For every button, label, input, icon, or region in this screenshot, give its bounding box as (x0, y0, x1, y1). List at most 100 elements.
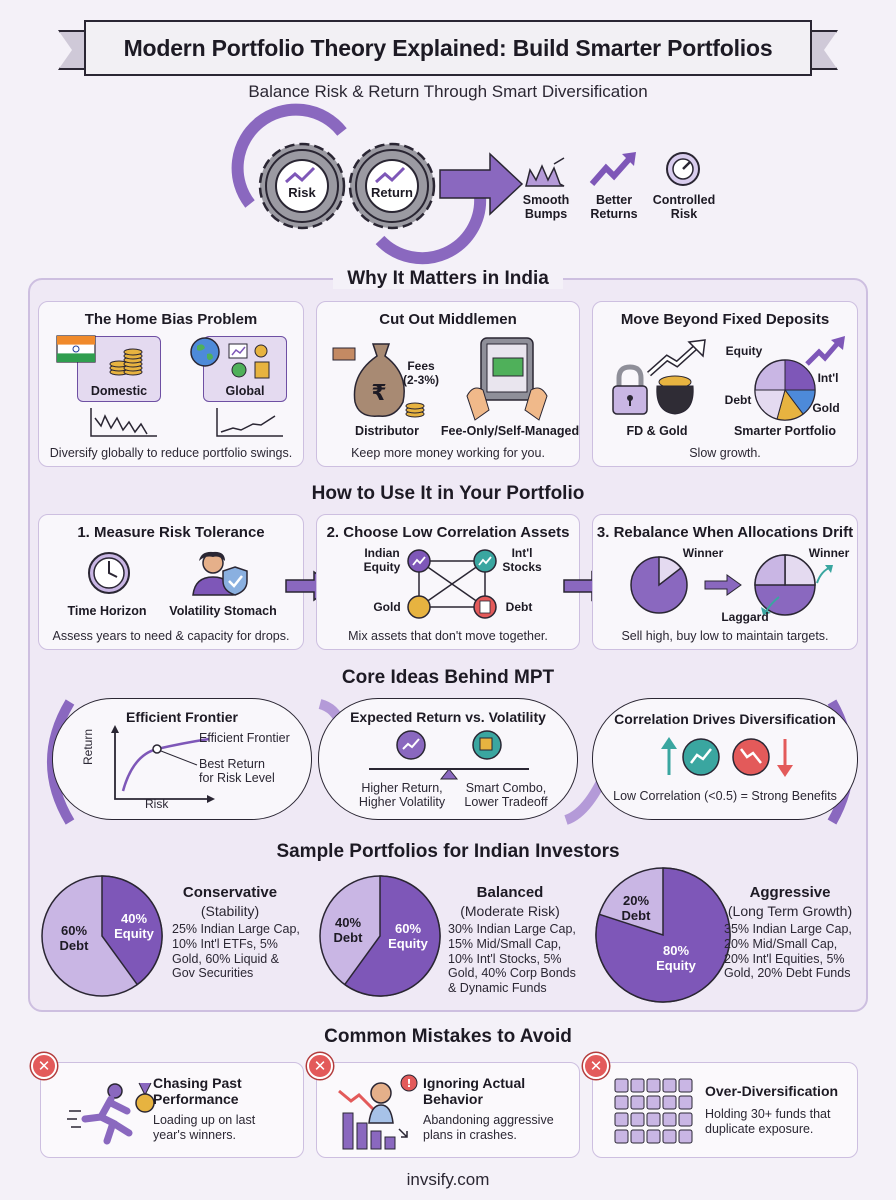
smarter-arrow-icon (805, 336, 845, 366)
frontier-chart (111, 725, 215, 803)
conservative-sub: (Stability) (200, 903, 260, 919)
fund-grid-icon (614, 1078, 693, 1144)
smarter-portfolio-label: Smarter Portfolio (733, 424, 837, 438)
fund-square (662, 1112, 677, 1127)
fund-square (646, 1078, 661, 1093)
intl-label: Int'l (817, 371, 839, 385)
fee-only-label: Fee-Only/Self-Managed (440, 424, 580, 438)
winner-label-2: Winner (808, 546, 850, 560)
how-section-title: How to Use It in Your Portfolio (311, 483, 585, 504)
laggard-label: Laggard (721, 610, 769, 624)
fd-gold-label: FD & Gold (626, 424, 688, 438)
volatile-line-icon (90, 408, 157, 437)
page-subtitle: Balance Risk & Return Through Smart Dive… (248, 82, 648, 101)
money-bag-icon: ₹ (332, 343, 425, 418)
gauge-icon (666, 152, 700, 186)
balance-scale-icon (369, 730, 529, 780)
distributor-label: Distributor (355, 424, 419, 438)
fund-square (678, 1112, 693, 1127)
mistake-behavior-desc: Abandoning aggressive plans in crashes. (423, 1113, 554, 1142)
correlation-caption: Low Correlation (<0.5) = Strong Benefits (613, 789, 837, 803)
conservative-debt-label: 60% Debt (59, 923, 89, 953)
aggressive-equity-label: 80% Equity (656, 943, 696, 973)
step2-title: 2. Choose Low Correlation Assets (326, 524, 570, 541)
fund-square (630, 1129, 645, 1144)
conservative-pie (41, 875, 163, 997)
trend-up-icon (589, 152, 636, 186)
conservative-name: Conservative (182, 884, 278, 901)
conservative-desc: 25% Indian Large Cap, 10% Int'l ETFs, 5%… (172, 922, 300, 981)
fixed-deposits-caption: Slow growth. (689, 446, 761, 460)
rebalance-arrow-icon (704, 574, 742, 596)
balanced-equity-label: 60% Equity (388, 921, 428, 951)
gear-return-label: Return (371, 185, 413, 200)
aggressive-debt-label: 20% Debt (621, 893, 651, 923)
outcome-controlled-risk: Controlled Risk (652, 193, 716, 222)
equity-label: Equity (725, 344, 763, 358)
equity-slice (101, 875, 163, 986)
svg-text:!: ! (406, 1077, 411, 1090)
padlock-icon (612, 364, 648, 415)
pie-before-icon (630, 556, 688, 614)
debt-asset-label: Debt (505, 600, 533, 614)
equity-slice (595, 867, 731, 1003)
mistake-overdiversification-title: Over-Diversification (705, 1083, 839, 1099)
fund-square (646, 1112, 661, 1127)
balanced-desc: 30% Indian Large Cap, 15% Mid/Small Cap,… (448, 922, 576, 995)
balanced-name: Balanced (476, 884, 544, 901)
core-section-title: Core Ideas Behind MPT (341, 667, 555, 688)
frontier-xlabel: Risk (145, 797, 169, 811)
mistake-chasing-desc: Loading up on last year's winners. (153, 1113, 256, 1142)
fund-square (678, 1078, 693, 1093)
page-title: Modern Portfolio Theory Explained: Build… (84, 20, 812, 76)
mistake-overdiversification-desc: Holding 30+ funds that duplicate exposur… (705, 1107, 831, 1136)
fund-square (630, 1078, 645, 1093)
step3-title: 3. Rebalance When Allocations Drift (596, 524, 854, 541)
gear-risk-icon (258, 142, 346, 230)
gold-asset-label: Gold (373, 600, 401, 614)
step1-caption: Assess years to need & capacity for drop… (52, 629, 290, 643)
fund-square (614, 1095, 629, 1110)
aggressive-pie (595, 867, 731, 1003)
expected-left-label: Higher Return, Higher Volatility (358, 781, 446, 810)
middlemen-caption: Keep more money working for you. (351, 446, 545, 460)
mistake-card-behavior: ! Ignoring Actual Behavior Abandoning ag… (316, 1062, 580, 1158)
step2-card: 2. Choose Low Correlation Assets Indian … (316, 514, 580, 650)
step2-caption: Mix assets that don't move together. (348, 629, 548, 643)
winner-arrow-icon (816, 565, 833, 584)
mistake-x-icon-3: ✕ (583, 1053, 609, 1079)
aggressive-name: Aggressive (749, 884, 831, 901)
step3-caption: Sell high, buy low to maintain targets. (621, 629, 829, 643)
home-bias-caption: Diversify globally to reduce portfolio s… (49, 446, 293, 460)
middlemen-title: Cut Out Middlemen (379, 311, 517, 328)
expected-right-label: Smart Combo, Lower Tradeoff (464, 781, 548, 810)
laggard-arrow-icon (761, 596, 780, 615)
hero-arrow-icon (439, 152, 524, 216)
correlation-diagram (407, 549, 497, 619)
fund-square (662, 1095, 677, 1110)
fund-square (662, 1078, 677, 1093)
runner-medal-icon (67, 1082, 155, 1145)
gold-label: Gold (812, 401, 840, 415)
mistake-x-icon-2: ✕ (307, 1053, 333, 1079)
mistake-card-overdiversification: Over-Diversification Holding 30+ funds t… (592, 1062, 858, 1158)
fund-square (646, 1129, 661, 1144)
gear-return-icon (348, 142, 436, 230)
correlation-icons (661, 737, 793, 777)
samples-section-title: Sample Portfolios for Indian Investors (276, 841, 620, 862)
mistake-chasing-title: Chasing Past Performance (153, 1075, 242, 1108)
mistake-card-chasing: Chasing Past Performance Loading up on l… (40, 1062, 304, 1158)
mistake-x-icon-1: ✕ (31, 1053, 57, 1079)
why-section-title: Why It Matters in India (0, 268, 896, 290)
fund-square (630, 1095, 645, 1110)
fixed-deposits-card: Move Beyond Fixed Deposits Equity Int'l … (592, 301, 858, 467)
correlation-card: Correlation Drives Diversification Low C… (592, 698, 858, 820)
frontier-point-label: Best Return for Risk Level (199, 757, 275, 786)
frontier-curve-label: Efficient Frontier (199, 731, 290, 745)
domestic-label: Domestic (90, 384, 148, 398)
footer-url[interactable]: invsify.com (406, 1170, 490, 1189)
frontier-ylabel: Return (81, 728, 95, 765)
step3-card: 3. Rebalance When Allocations Drift Winn… (592, 514, 858, 650)
smooth-line-icon (216, 408, 283, 437)
svg-text:₹: ₹ (371, 381, 386, 406)
